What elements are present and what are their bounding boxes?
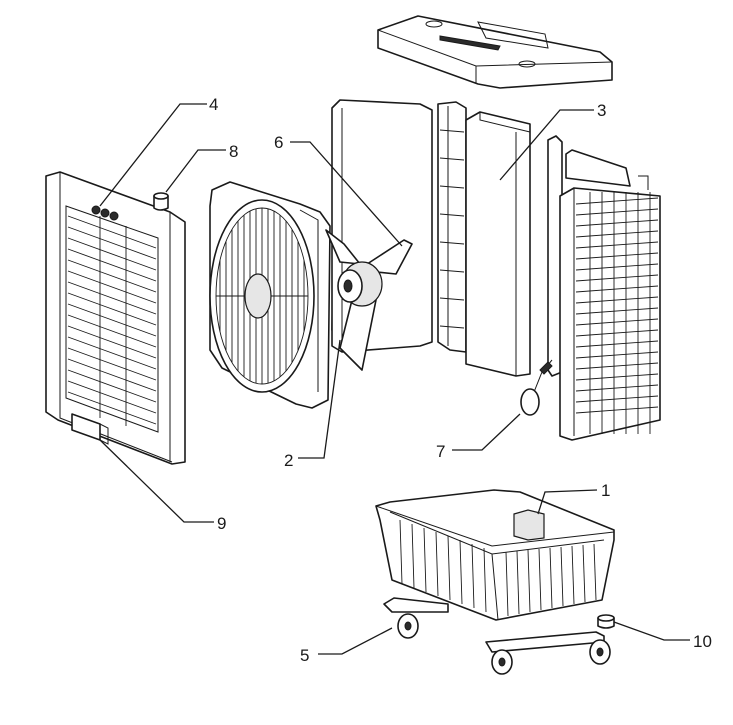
leader-4 xyxy=(99,103,207,207)
leader-7 xyxy=(452,413,521,451)
grille-slat xyxy=(67,281,157,315)
grille-slat xyxy=(67,215,157,249)
tank-rib-left xyxy=(435,531,439,597)
cooling-pad xyxy=(465,111,531,377)
callout-5: 5 xyxy=(300,646,309,665)
leader-6 xyxy=(290,141,403,247)
grille-slat xyxy=(67,292,157,326)
callout-4: 4 xyxy=(209,95,218,114)
grille-slat xyxy=(67,303,157,337)
float-cap xyxy=(153,192,169,211)
callout-8: 8 xyxy=(229,142,238,161)
leader-5 xyxy=(318,627,393,655)
grille-slat xyxy=(67,325,157,359)
float-valve xyxy=(520,359,553,416)
grille-slat xyxy=(67,347,157,381)
callout-2: 2 xyxy=(284,451,293,470)
frame-notch xyxy=(439,269,465,273)
fan-housing xyxy=(209,181,331,409)
fan-motor-blade xyxy=(325,99,433,371)
frame-notch xyxy=(439,325,465,329)
callout-10: 10 xyxy=(693,632,712,651)
water-tank xyxy=(375,489,615,621)
rear-cooling-pad xyxy=(547,135,661,441)
tank-rib-right xyxy=(505,551,509,617)
leader-1 xyxy=(537,489,598,515)
frame-notch xyxy=(439,297,465,301)
tank-rib-right xyxy=(560,546,564,607)
frame-notch xyxy=(439,157,465,161)
grille-slat xyxy=(67,314,157,348)
frame-notches xyxy=(439,129,465,329)
grille-slat xyxy=(67,259,157,293)
tank-rib-right xyxy=(582,544,586,603)
top-cover xyxy=(377,15,613,89)
tank-rib-right xyxy=(571,545,575,605)
grille-slat xyxy=(67,391,157,425)
tank-rib-left xyxy=(447,535,451,601)
callout-9: 9 xyxy=(217,514,226,533)
frame-notch xyxy=(439,213,465,217)
tank-rib-left xyxy=(483,547,487,613)
water-distributor-frame xyxy=(437,101,467,353)
frame-notch xyxy=(439,129,465,133)
tank-rib-left xyxy=(471,543,475,609)
grille-slat xyxy=(67,226,157,260)
tank-rib-right xyxy=(549,547,553,609)
tank-rib-left xyxy=(411,523,415,589)
drain-plug xyxy=(597,614,615,629)
tank-rib-right xyxy=(527,549,531,613)
callout-7: 7 xyxy=(436,442,445,461)
grille-slat xyxy=(67,237,157,271)
rear-pad-grid xyxy=(575,192,659,434)
leader-2 xyxy=(298,339,341,459)
tank-rib-left xyxy=(399,519,403,585)
grille-slats xyxy=(67,215,157,426)
leader-9 xyxy=(99,439,214,523)
leader-3 xyxy=(499,109,594,181)
tank-rib-right xyxy=(516,550,520,615)
front-grille xyxy=(45,171,186,465)
tank-rib-right xyxy=(593,543,597,601)
callout-3: 3 xyxy=(597,101,606,120)
grille-slat xyxy=(67,248,157,282)
callout-1: 1 xyxy=(601,481,610,500)
grille-slat xyxy=(67,358,157,392)
callout-6: 6 xyxy=(274,133,283,152)
grille-slat xyxy=(67,336,157,370)
tank-ribs xyxy=(399,519,597,617)
leader-lines xyxy=(99,103,690,655)
tank-rib-right xyxy=(538,548,542,611)
castor-assembly-right xyxy=(485,631,611,675)
leader-10 xyxy=(613,621,690,641)
tank-rib-left xyxy=(459,539,463,605)
callout-labels: 1 2 3 4 5 6 7 8 9 10 xyxy=(209,95,712,665)
leader-8 xyxy=(165,149,226,193)
grille-slat xyxy=(67,369,157,403)
grille-slat xyxy=(67,270,157,304)
tank-rib-left xyxy=(423,527,427,593)
castor-assembly-left xyxy=(383,597,449,639)
frame-notch xyxy=(439,185,465,189)
grille-slat xyxy=(67,380,157,414)
frame-notch xyxy=(439,241,465,245)
